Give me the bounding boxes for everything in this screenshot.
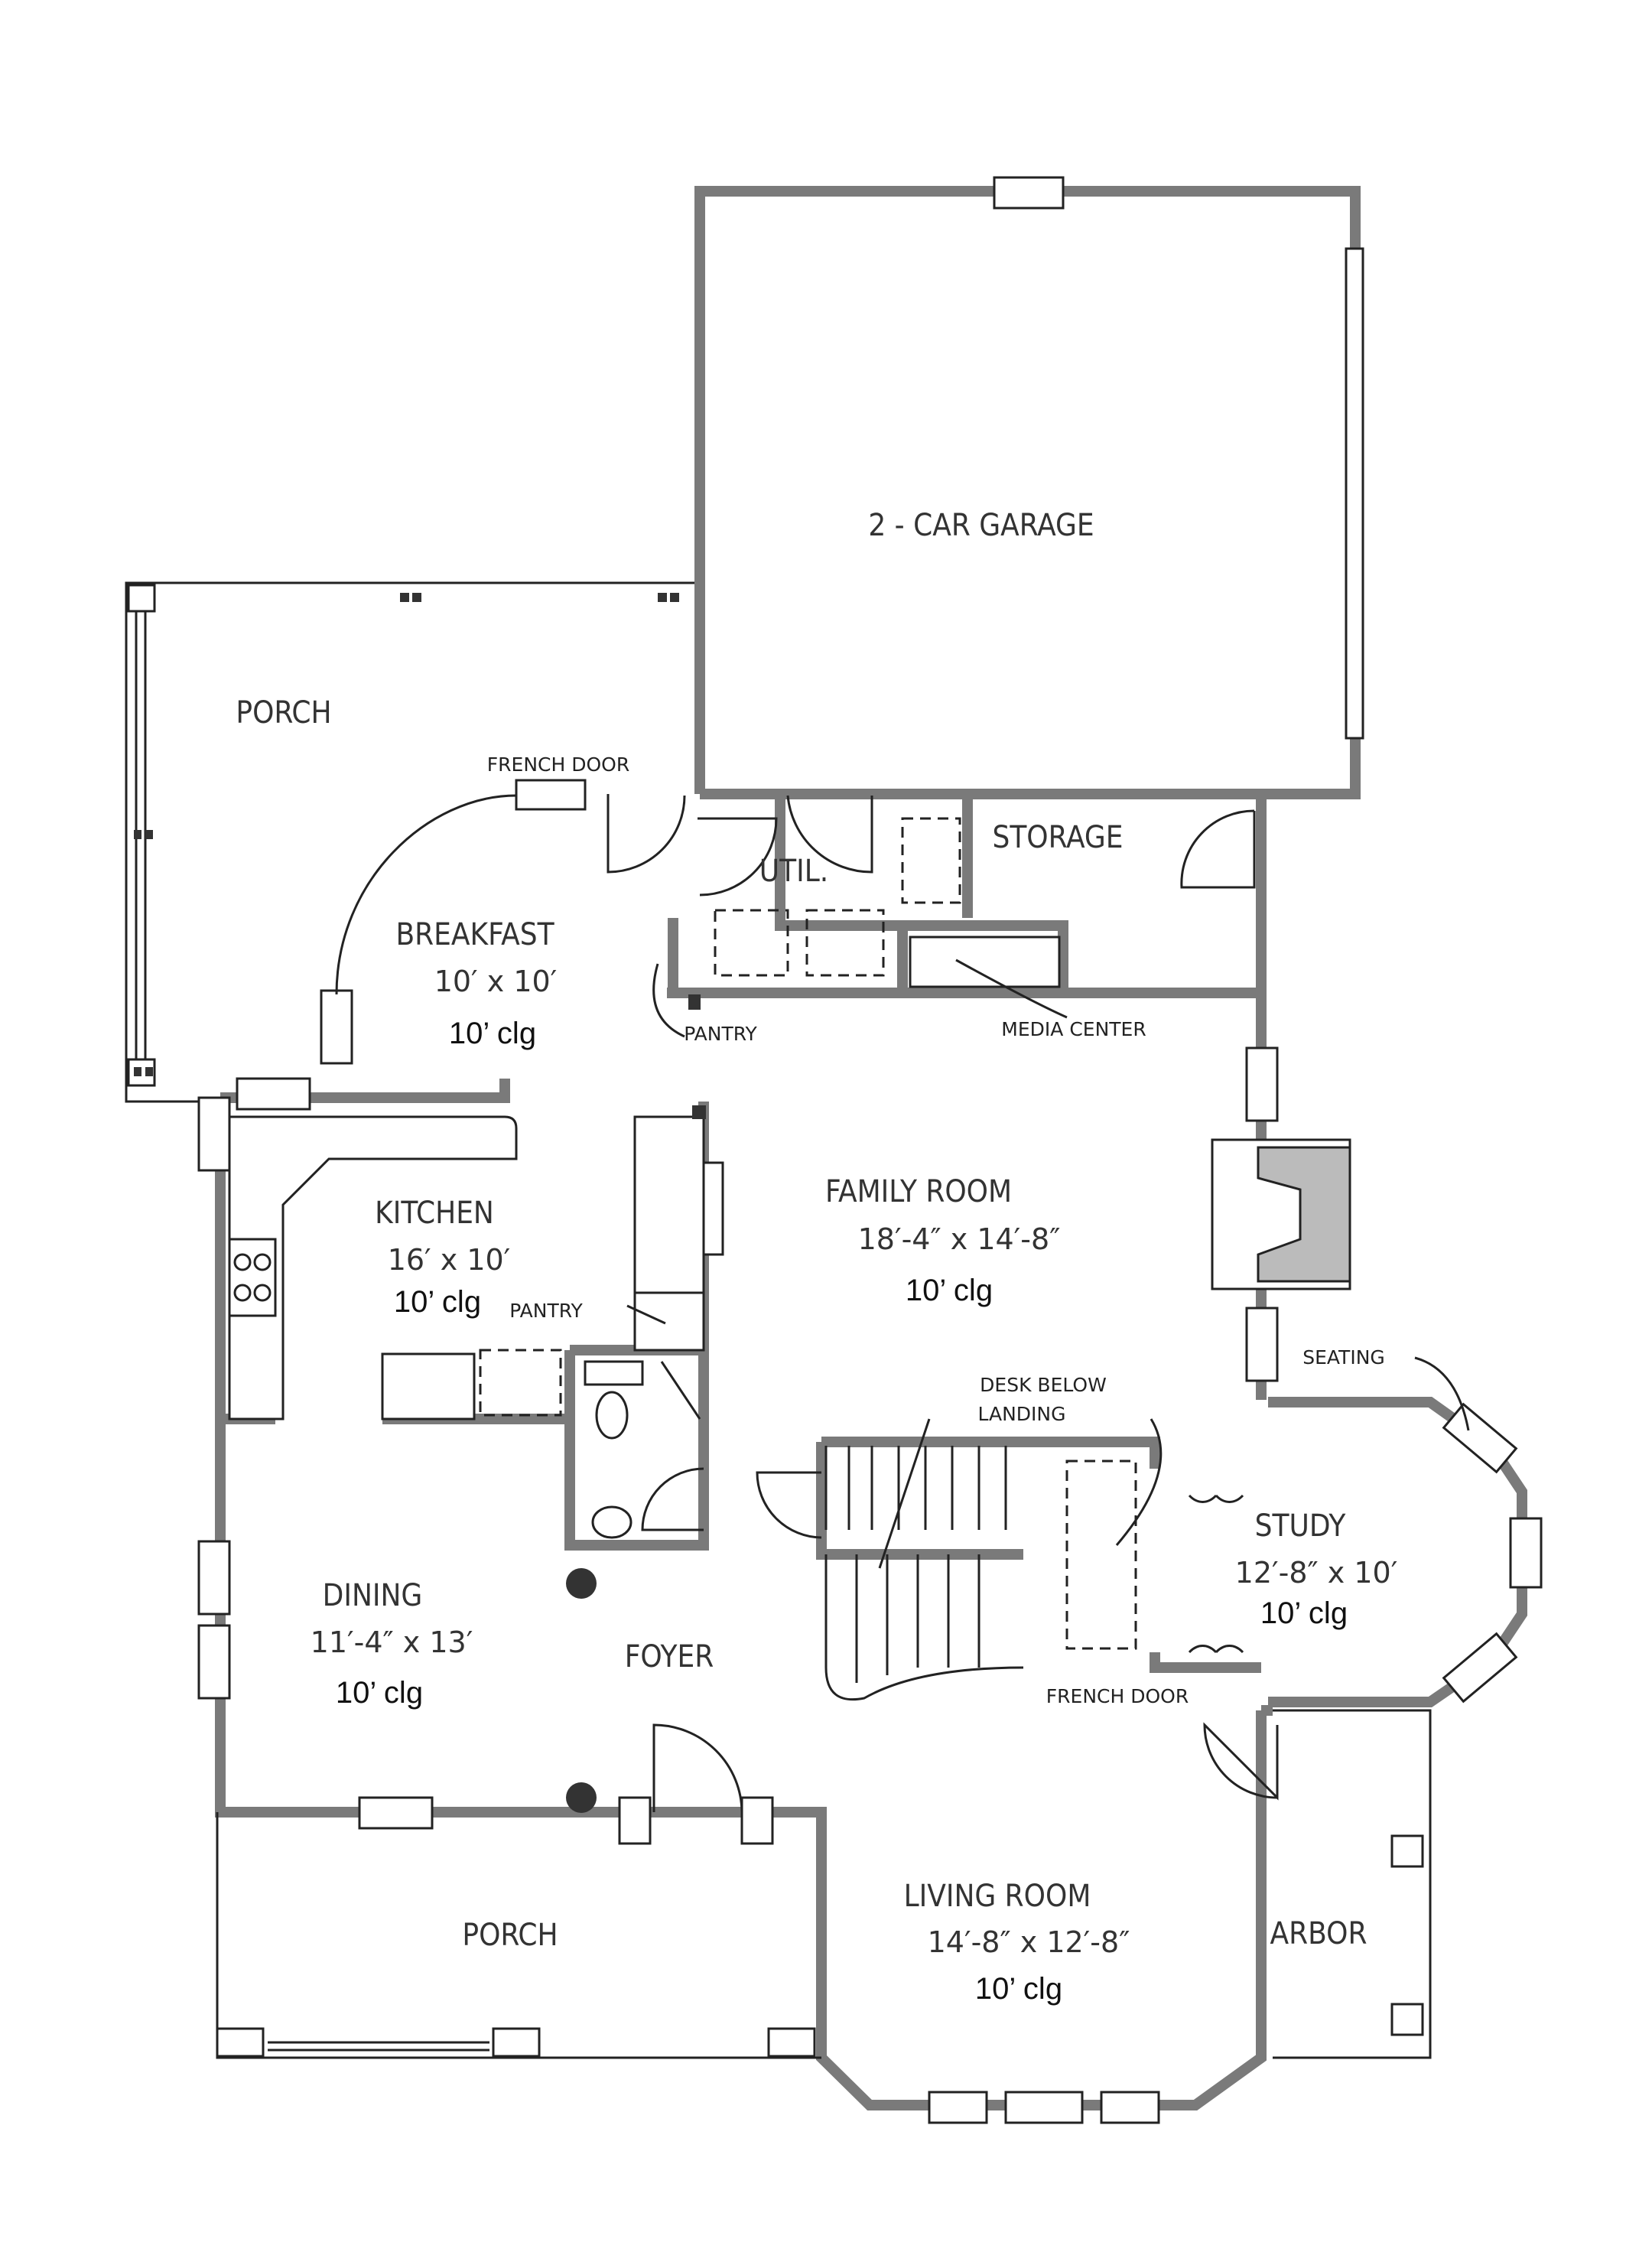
breakfast-bay bbox=[335, 794, 517, 995]
study-ceiling: 10’ clg bbox=[1260, 1596, 1348, 1630]
label-living-room: LIVING ROOM bbox=[904, 1879, 1091, 1914]
dining-ceiling: 10’ clg bbox=[336, 1676, 423, 1710]
label-study: STUDY bbox=[1255, 1508, 1347, 1544]
breakfast-size: 10′ x 10′ bbox=[434, 965, 558, 998]
label-arbor: ARBOR bbox=[1270, 1916, 1367, 1951]
dining-size: 11′-4″ x 13′ bbox=[311, 1626, 473, 1659]
breakfast-ceiling: 10’ clg bbox=[449, 1017, 536, 1050]
label-dining: DINING bbox=[323, 1578, 423, 1613]
fireplace bbox=[1211, 1138, 1351, 1290]
study-size: 12′-8″ x 10′ bbox=[1235, 1556, 1398, 1590]
doors bbox=[606, 794, 1279, 1813]
note-seating: SEATING bbox=[1302, 1346, 1385, 1368]
family-ceiling: 10’ clg bbox=[906, 1274, 993, 1307]
note-french-door-top: FRENCH DOOR bbox=[487, 753, 629, 776]
label-kitchen: KITCHEN bbox=[375, 1196, 494, 1231]
label-util: UTIL. bbox=[759, 854, 828, 889]
garage bbox=[694, 176, 1364, 799]
note-desk-below: DESK BELOW bbox=[980, 1374, 1107, 1396]
windows bbox=[197, 779, 1543, 2124]
leader-arrows bbox=[626, 958, 1470, 1546]
label-breakfast: BREAKFAST bbox=[395, 917, 554, 952]
living-ceiling: 10’ clg bbox=[975, 1972, 1062, 2006]
label-family-room: FAMILY ROOM bbox=[825, 1174, 1012, 1209]
note-french-door-study: FRENCH DOOR bbox=[1046, 1685, 1189, 1707]
label-foyer: FOYER bbox=[625, 1639, 714, 1674]
note-pantry-breakfast: PANTRY bbox=[684, 1023, 757, 1045]
note-landing: LANDING bbox=[977, 1403, 1065, 1425]
family-size: 18′-4″ x 14′-8″ bbox=[858, 1222, 1061, 1256]
kitchen-size: 16′ x 10′ bbox=[388, 1243, 511, 1277]
label-porch-rear: PORCH bbox=[236, 695, 331, 731]
powder-room bbox=[584, 1360, 701, 1539]
arbor bbox=[1273, 1709, 1432, 2059]
note-pantry-kitchen: PANTRY bbox=[509, 1300, 583, 1322]
front-porch bbox=[216, 1568, 821, 2059]
label-garage: 2 - CAR GARAGE bbox=[868, 508, 1094, 543]
living-size: 14′-8″ x 12′-8″ bbox=[928, 1925, 1130, 1959]
note-media-center: MEDIA CENTER bbox=[1001, 1018, 1146, 1040]
kitchen-fixtures bbox=[228, 817, 1061, 1421]
stairs bbox=[824, 1418, 1137, 1701]
label-porch-front: PORCH bbox=[462, 1918, 558, 1953]
rear-porch bbox=[125, 581, 696, 1103]
label-storage: STORAGE bbox=[992, 820, 1123, 855]
kitchen-ceiling: 10’ clg bbox=[394, 1285, 481, 1319]
